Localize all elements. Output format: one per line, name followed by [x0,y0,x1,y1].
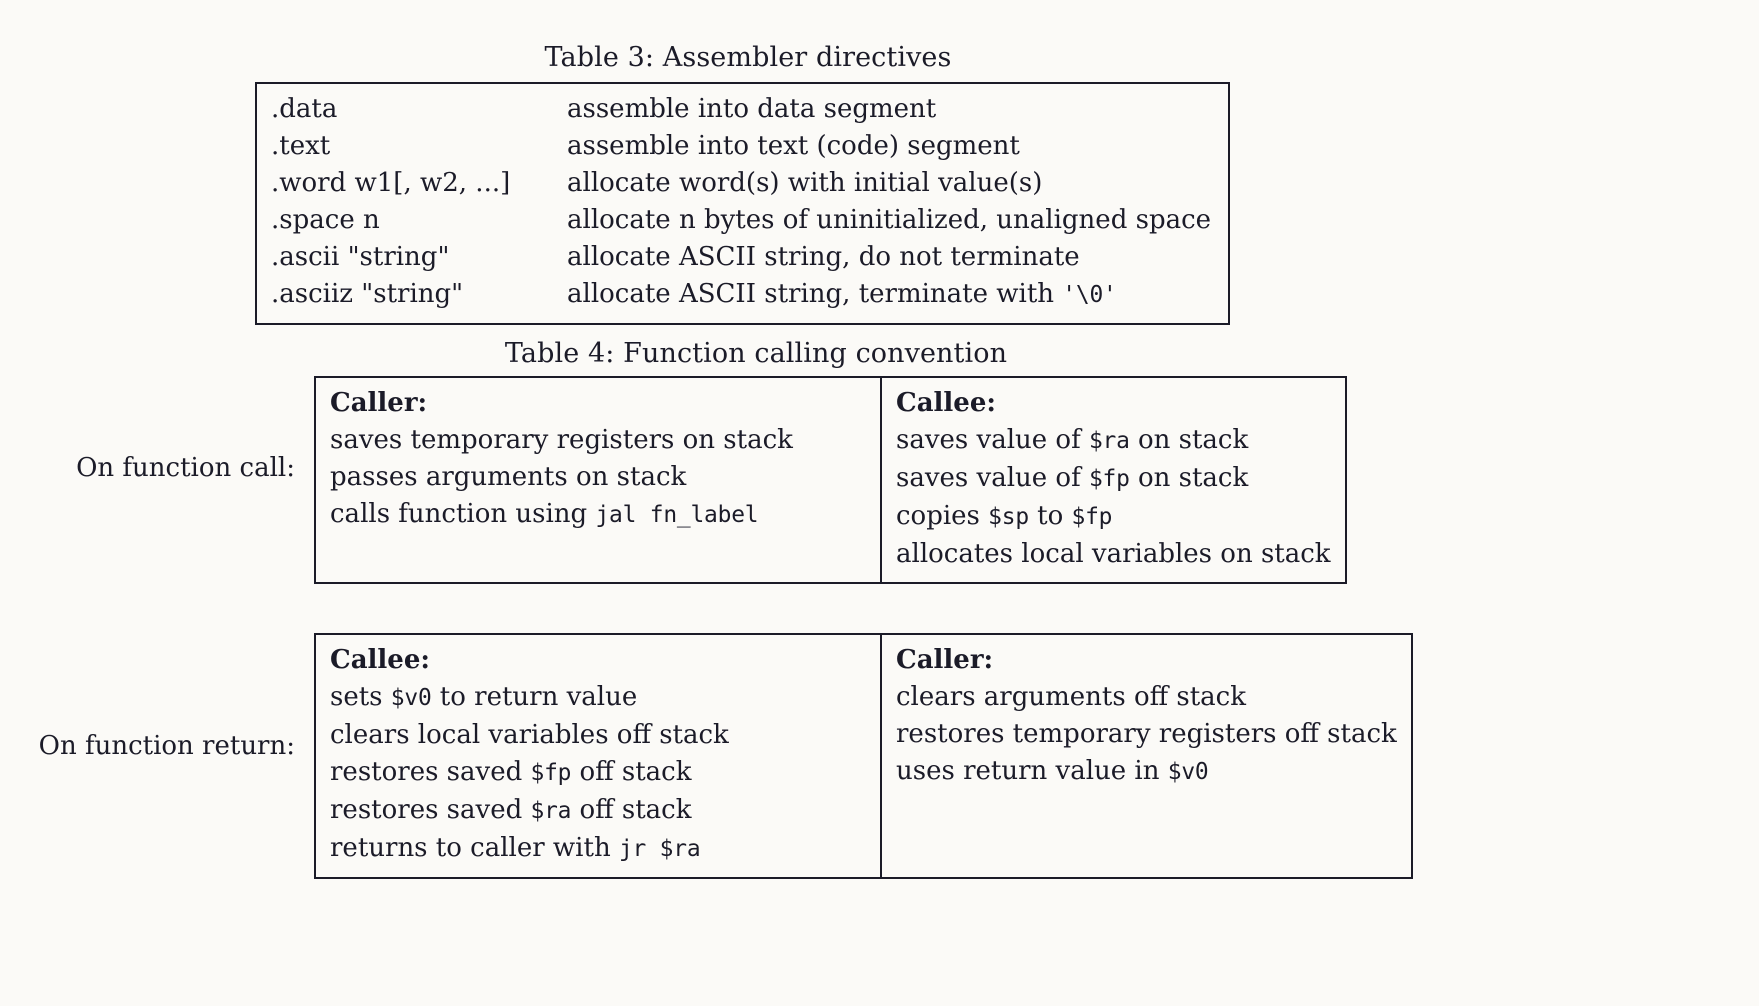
table4: Caller: saves temporary registers on sta… [314,376,1347,584]
callee-item: copies $sp to $fp [896,498,1331,536]
callee-item: saves value of $fp on stack [896,460,1331,498]
jal-instruction-code: jal fn_label [595,502,759,528]
item-text: returns to caller with [330,833,619,863]
directive-description: allocate ASCII string, terminate with '\… [567,276,1214,314]
table-row: .ascii "string" allocate ASCII string, d… [256,239,1229,276]
callee-item: allocates local variables on stack [896,539,1331,569]
callee-heading: Callee: [896,388,996,418]
item-text: restores saved [330,757,531,787]
table-row: Caller: saves temporary registers on sta… [315,377,1346,583]
item-text: copies [896,501,989,531]
table3: .data assemble into data segment .text [255,82,1230,325]
directive-name: .word w1[, w2, ...] [271,168,511,198]
table4-caller-cell: Caller: saves temporary registers on sta… [315,377,881,583]
table-row: .asciiz "string" allocate ASCII string, … [256,276,1229,324]
table5-callee-cell: Callee: sets $v0 to return value clears … [315,634,881,878]
register-sp-code: $sp [988,504,1029,530]
directive-name: .data [271,94,338,124]
callee-item: sets $v0 to return value [330,679,866,717]
caller-item: saves temporary registers on stack [330,425,793,455]
null-terminator-code: '\0' [1062,282,1117,308]
register-fp-code: $fp [530,760,572,786]
table3-cell-directive: .text [256,128,553,165]
item-text: saves value of [896,463,1089,493]
table4-row-label: On function call: [76,453,295,483]
item-text: saves value of [896,425,1089,455]
callee-item: returns to caller with jr $ra [330,830,866,868]
table3-container: .data assemble into data segment .text [255,82,1230,325]
table3-cell-directive: .data [256,83,553,128]
callee-item: restores saved $fp off stack [330,754,866,792]
directive-description: assemble into data segment [567,94,937,124]
table4-callee-cell: Callee: saves value of $ra on stack save… [880,377,1346,583]
item-text: off stack [571,795,692,825]
table5-row-label: On function return: [38,731,295,761]
caller-heading: Caller: [896,645,994,675]
register-v0-code: $v0 [1167,759,1209,785]
directive-name: .text [271,131,331,161]
table3-cell-description: allocate n bytes of uninitialized, unali… [553,202,1229,239]
caller-item: calls function using jal fn_label [330,496,866,534]
table3-cell-description: allocate ASCII string, do not terminate [553,239,1229,276]
table3-cell-directive: .ascii "string" [256,239,553,276]
caller-item: restores temporary registers off stack [896,719,1397,749]
item-text: to [1028,501,1072,531]
table5-container: Callee: sets $v0 to return value clears … [314,633,1445,879]
callee-heading: Callee: [330,645,430,675]
table3-cell-description: assemble into data segment [553,83,1229,128]
caller-item: uses return value in $v0 [896,753,1397,791]
item-text: off stack [571,757,692,787]
callee-item: clears local variables off stack [330,720,729,750]
table-row: .word w1[, w2, ...] allocate word(s) wit… [256,165,1229,202]
table3-cell-directive: .asciiz "string" [256,276,553,324]
item-text: sets [330,682,391,712]
directive-name: .space n [271,205,380,235]
table-row: Callee: sets $v0 to return value clears … [315,634,1412,878]
item-text: on stack [1129,463,1249,493]
table5: Callee: sets $v0 to return value clears … [314,633,1413,879]
register-v0-code: $v0 [390,685,432,711]
table3-cell-directive: .space n [256,202,553,239]
item-text: calls function using [330,499,596,529]
directive-description: assemble into text (code) segment [567,131,1020,161]
directive-description: allocate n bytes of uninitialized, unali… [567,205,1212,235]
caller-item: passes arguments on stack [330,462,687,492]
directive-description: allocate word(s) with initial value(s) [567,168,1043,198]
table3-cell-description: allocate word(s) with initial value(s) [553,165,1229,202]
register-fp-code: $fp [1088,466,1130,492]
table3-cell-description: assemble into text (code) segment [553,128,1229,165]
jr-instruction-code: jr $ra [618,836,701,862]
description-text: allocate ASCII string, terminate with [567,279,1063,309]
register-ra-code: $ra [1088,428,1130,454]
table-row: .text assemble into text (code) segment [256,128,1229,165]
caller-item: clears arguments off stack [896,682,1246,712]
directive-name: .ascii "string" [271,242,450,272]
table4-container: Caller: saves temporary registers on sta… [314,376,1445,584]
callee-item: saves value of $ra on stack [896,422,1331,460]
directive-name: .asciiz "string" [271,279,464,309]
table5-caller-cell: Caller: clears arguments off stack resto… [880,634,1412,878]
register-fp-code: $fp [1071,504,1113,530]
register-ra-code: $ra [530,798,572,824]
table4-caption: Table 4: Function calling convention [504,338,1008,369]
caller-heading: Caller: [330,388,428,418]
table-row: .space n allocate n bytes of uninitializ… [256,202,1229,239]
item-text: restores saved [330,795,531,825]
table3-cell-directive: .word w1[, w2, ...] [256,165,553,202]
table3-cell-description: allocate ASCII string, terminate with '\… [553,276,1229,324]
table-row: .data assemble into data segment [256,83,1229,128]
item-text: on stack [1129,425,1249,455]
directive-description: allocate ASCII string, do not terminate [567,242,1080,272]
item-text: to return value [431,682,638,712]
item-text: uses return value in [896,756,1168,786]
table3-caption: Table 3: Assembler directives [544,42,952,73]
callee-item: restores saved $ra off stack [330,792,866,830]
